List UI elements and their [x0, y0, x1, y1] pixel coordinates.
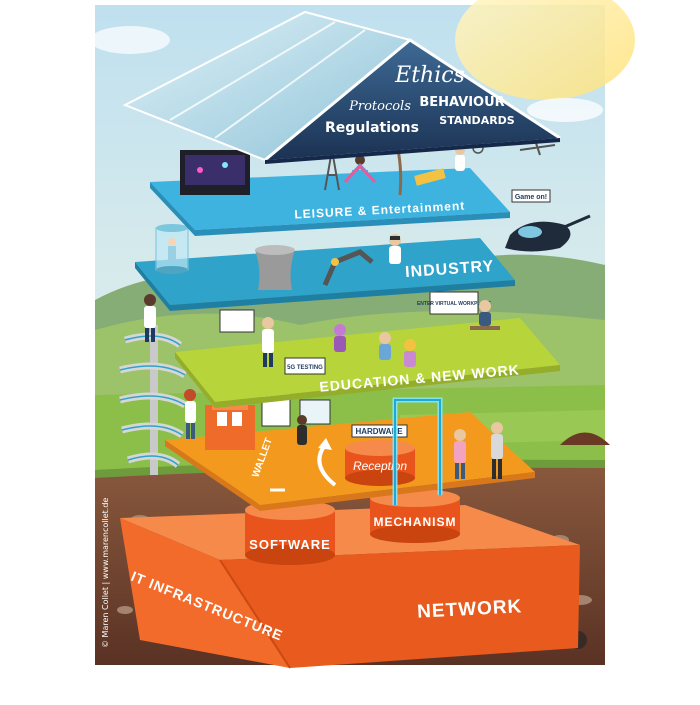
robot-arm	[322, 249, 374, 286]
mole-hill	[560, 432, 610, 445]
testing-label: 5G TESTING	[287, 365, 323, 371]
roof-standards: STANDARDS	[439, 114, 515, 127]
reception-layer-edge	[165, 440, 535, 511]
roof	[122, 10, 561, 164]
education-layer-edge	[175, 352, 560, 408]
beach-chair	[414, 168, 446, 186]
sun-glow	[455, 0, 635, 100]
stone	[117, 606, 133, 614]
foundation-edge	[219, 559, 291, 669]
industry-label: INDUSTRY	[405, 258, 495, 281]
avatar-group	[334, 324, 416, 367]
credit-text: © Maren Collet | www.marencollet.de	[101, 498, 110, 648]
leisure-layer-edge	[150, 182, 510, 236]
person-man-standing	[262, 317, 274, 367]
spiral-staircase	[119, 325, 187, 475]
industry-layer-edge	[135, 262, 515, 311]
game-on-sign	[511, 189, 551, 203]
reception-label: Reception	[353, 459, 407, 473]
hardware-label: HARDWARE	[355, 427, 403, 436]
game-on-label: Game on!	[515, 194, 547, 201]
roof-protocols: Protocols	[348, 99, 411, 114]
person-vr-headset	[389, 234, 401, 264]
cloud	[90, 26, 170, 54]
foundation-left-face	[120, 518, 290, 668]
mechanism-label: MECHANISM	[374, 515, 457, 529]
roof-ethics: Ethics	[394, 63, 465, 88]
concert-stage	[180, 150, 250, 195]
glowing-portal-core	[394, 399, 441, 505]
virtual-workplace-label: ENTER VIRTUAL WORKPLACE	[417, 301, 492, 307]
software-label: SOFTWARE	[249, 537, 331, 552]
roof-base	[265, 138, 560, 164]
person-at-desk	[470, 300, 500, 330]
foundation-front-face	[220, 545, 580, 668]
person-yoga	[343, 155, 377, 184]
roof-behaviour: BEHAVIOUR	[419, 95, 504, 110]
testing-sign	[284, 357, 326, 375]
virtual-workplace-sign	[429, 291, 479, 315]
teleport-tube	[155, 224, 189, 274]
flying-car	[505, 214, 591, 252]
person-man-older	[491, 422, 503, 479]
robot-arm-joint	[331, 258, 339, 266]
software-cylinder	[245, 500, 335, 565]
roof-gable-front	[265, 40, 560, 160]
foundation-top	[120, 505, 580, 560]
education-layer-plane	[175, 318, 560, 402]
person-dark-clothes	[297, 415, 307, 445]
person-red-hair	[184, 389, 196, 439]
person-woman-pink	[454, 429, 466, 479]
training-screen	[219, 309, 255, 333]
roof-regulations: Regulations	[325, 120, 419, 136]
flow-arrow-head	[318, 438, 332, 450]
cooling-tower	[255, 245, 295, 290]
person-climbing-stairs	[144, 294, 156, 342]
roof-trim	[264, 38, 561, 162]
cloud	[527, 98, 603, 122]
foundation-block	[120, 505, 580, 669]
industry-layer-plane	[135, 238, 515, 305]
